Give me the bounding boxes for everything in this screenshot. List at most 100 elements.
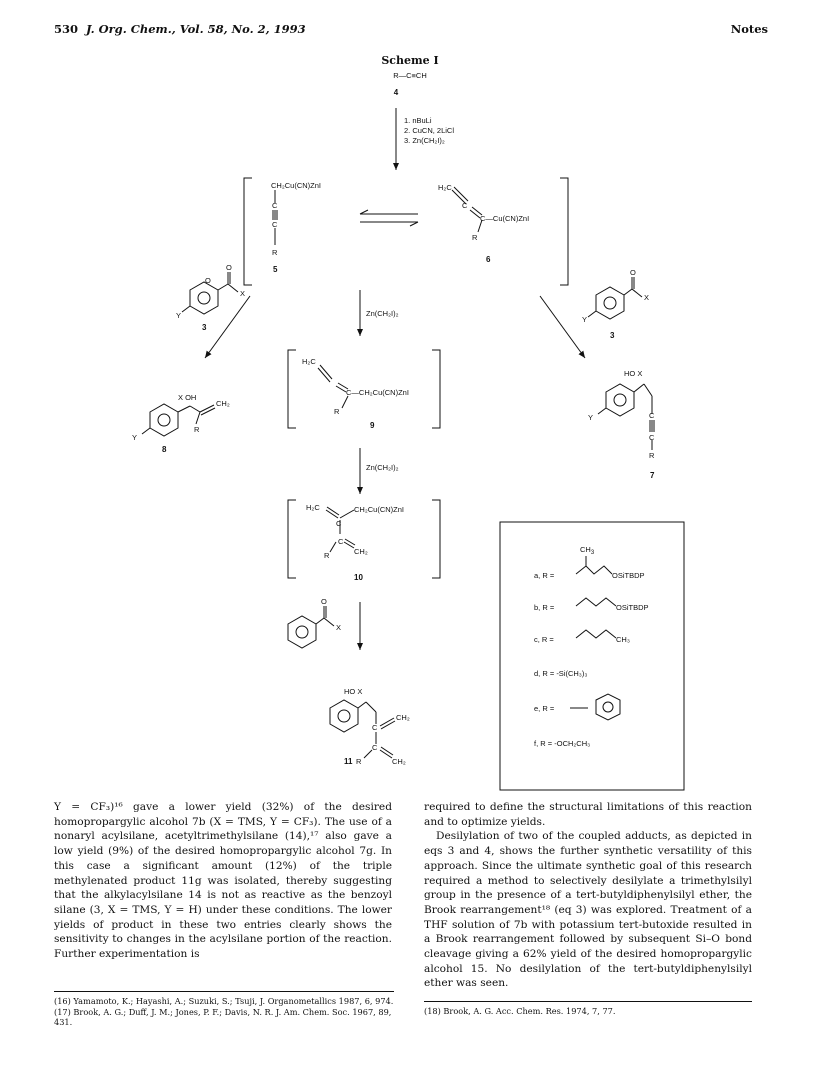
body-column-right: required to define the structural limita… [424,800,752,991]
bracket [243,177,252,286]
footnote-17: (17) Brook, A. G.; Duff, J. M.; Jones, P… [54,1006,392,1028]
svg-text:C: C [649,433,655,442]
step-2: 2. CuCN, 2LiCl [404,126,454,135]
svg-text:R: R [324,551,330,560]
r-group-a: OSiTBDP [612,571,645,580]
starting-alkyne: R—C≡CH [393,71,427,80]
svg-text:C: C [372,723,378,732]
svg-text:C: C [372,743,378,752]
svg-text:C: C [272,220,278,229]
r-group-f: f, R = -OCH₂CH₃ [534,739,590,748]
svg-text:O: O [630,268,636,277]
svg-text:O: O [205,276,211,285]
reaction-arrow [539,295,586,359]
svg-text:Y: Y [132,433,137,442]
svg-text:R: R [356,757,362,766]
compound-6-label: C—Cu(CN)ZnI [480,214,529,223]
footnote-rule [54,991,394,992]
r-group-c-letter: c, R = [534,635,554,644]
svg-text:X: X [644,293,649,302]
section-label: Notes [730,22,768,36]
journal-citation: J. Org. Chem., Vol. 58, No. 2, 1993 [86,22,306,36]
svg-text:O: O [226,263,232,272]
svg-text:O: O [321,597,327,606]
footnote-18: (18) Brook, A. G. Acc. Chem. Res. 1974, … [424,1006,616,1016]
svg-text:C: C [336,519,342,528]
bracket [287,499,296,579]
footnotes-left: (16) Yamamoto, K.; Hayashi, A.; Suzuki, … [54,996,394,1028]
compound-7-ho-x: HO X [624,369,642,378]
svg-text:R: R [472,233,478,242]
body-column-left: Y = CF₃)¹⁶ gave a lower yield (32%) of t… [54,800,392,962]
compound-9-label: C—CH₂Cu(CN)ZnI [346,388,409,397]
benzene-ring [595,286,625,320]
r-group-box [499,521,685,791]
footnote-16: (16) Yamamoto, K.; Hayashi, A.; Suzuki, … [54,996,394,1006]
r-group-a-letter: a, R = [534,571,555,580]
r-group-b-letter: b, R = [534,603,555,612]
r-group-e: e, R = [534,704,555,713]
bracket [432,499,441,579]
reagent-zn-1: Zn(CH₂I)₂ [366,309,399,318]
svg-text:C: C [272,201,278,210]
svg-text:X: X [240,289,245,298]
paragraph: required to define the structural limita… [424,801,752,828]
compound-11-number: 11 [344,757,353,766]
r-group-d: d, R = -Si(CH₃)₃ [534,669,587,678]
svg-text:C: C [462,201,468,210]
bracket [287,349,296,429]
svg-text:CH3: CH3 [580,545,595,556]
compound-11-ch2-a: CH₂ [396,713,410,722]
compound-8-ch2: CH₂ [216,399,230,408]
paragraph: Desilylation of two of the coupled adduc… [424,830,752,990]
reaction-scheme: Scheme I R—C≡CH 4 1. nBuLi 2. CuCN, 2LiC… [132,54,685,791]
paragraph: Y = CF₃)¹⁶ gave a lower yield (32%) of t… [54,801,392,961]
footnotes-right: (18) Brook, A. G. Acc. Chem. Res. 1974, … [424,1006,752,1017]
compound-8-x-oh: X OH [178,393,196,402]
bracket [560,177,569,286]
step-1: 1. nBuLi [404,116,432,125]
compound-7-number: 7 [650,471,655,480]
bracket [432,349,441,429]
page-number: 530 [54,22,79,36]
compound-3-left-number: 3 [202,323,207,332]
compound-10-label: CH₂Cu(CN)ZnI [354,505,404,514]
benzene-ring [189,281,219,315]
running-header: 530 J. Org. Chem., Vol. 58, No. 2, 1993 [54,22,306,36]
compound-3-right-number: 3 [610,331,615,340]
compound-6-number: 6 [486,255,491,264]
svg-text:Y: Y [176,311,181,320]
benzene-ring [605,383,635,417]
compound-6-h2c: H₂C [438,183,452,192]
compound-5-number: 5 [273,265,278,274]
step-3: 3. Zn(CH₂I)₂ [404,136,445,145]
footnote-rule [424,1001,752,1002]
compound-11-ch2-b: CH₂ [392,757,406,766]
svg-text:C: C [338,537,344,546]
compound-10-h2c: H₂C [306,503,320,512]
scheme-title: Scheme I [381,54,438,67]
svg-text:Y: Y [582,315,587,324]
benzene-ring [287,615,317,649]
r-group-c: CH₃ [616,635,630,644]
compound-9-number: 9 [370,421,375,430]
compound-4-number: 4 [394,88,399,97]
benzene-ring [329,699,359,733]
svg-text:X: X [336,623,341,632]
compound-9-h2c: H₂C [302,357,316,366]
compound-10-number: 10 [354,573,363,582]
reaction-arrow [204,295,251,359]
compound-10-ch2: CH₂ [354,547,368,556]
compound-5-label: CH₂Cu(CN)ZnI [271,181,321,190]
compound-11-ho-x: HO X [344,687,362,696]
compound-8-number: 8 [162,445,167,454]
svg-text:C: C [649,411,655,420]
svg-text:R: R [194,425,200,434]
svg-text:R: R [649,451,655,460]
reagent-zn-2: Zn(CH₂I)₂ [366,463,399,472]
r-group-b: OSiTBDP [616,603,649,612]
svg-text:R: R [334,407,340,416]
benzene-ring [149,403,179,437]
svg-text:R: R [272,248,278,257]
svg-text:Y: Y [588,413,593,422]
